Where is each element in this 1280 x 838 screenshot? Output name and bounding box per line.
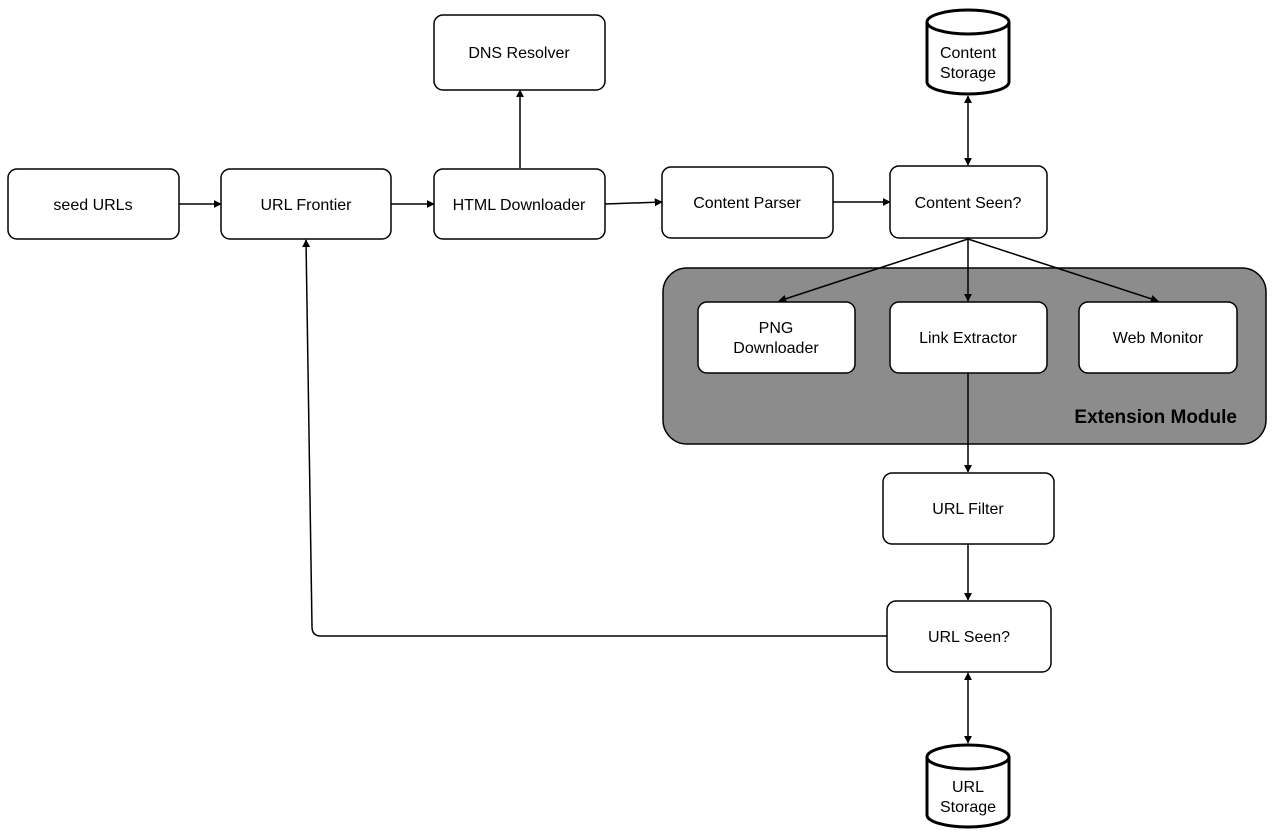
edge-html-downloader-to-content-parser (604, 198, 663, 207)
url-storage-top (925, 743, 1011, 771)
url-storage-label-line2: Storage (940, 799, 996, 816)
url-frontier-node: URL Frontier (220, 168, 392, 240)
html-downloader-node: HTML Downloader (433, 168, 606, 240)
web-monitor-label: Web Monitor (1113, 330, 1204, 347)
content-storage-body (925, 22, 1011, 96)
png-downloader-label-line2: Downloader (733, 340, 819, 357)
dns-resolver-node: DNS Resolver (433, 14, 606, 91)
url-seen-label: URL Seen? (928, 629, 1010, 646)
link-extractor-node: Link Extractor (889, 301, 1048, 374)
url-filter-node: URL Filter (882, 472, 1055, 545)
content-storage-label-line2: Storage (940, 65, 996, 82)
edge-content-seen-to-png-downloader (778, 238, 969, 303)
content-parser-label: Content Parser (693, 195, 801, 212)
extension-module-label: Extension Module (1074, 407, 1237, 428)
content-seen-label: Content Seen? (915, 195, 1022, 212)
edge-url-seen-to-url-frontier (302, 239, 887, 637)
html-downloader-label: HTML Downloader (453, 197, 586, 214)
content-storage-database: Content Storage (925, 8, 1011, 96)
dns-resolver-label: DNS Resolver (468, 45, 570, 62)
content-storage-label-line1: Content (940, 45, 997, 62)
seed-urls-label: seed URLs (53, 197, 132, 214)
png-downloader-node: PNG Downloader (697, 301, 856, 374)
content-seen-node: Content Seen? (889, 165, 1048, 239)
url-frontier-label: URL Frontier (261, 197, 353, 214)
content-parser-node: Content Parser (661, 166, 834, 239)
content-storage-top (925, 8, 1011, 36)
url-storage-body (925, 757, 1011, 829)
url-seen-node: URL Seen? (886, 600, 1052, 673)
seed-urls-node: seed URLs (7, 168, 180, 240)
edges (179, 89, 1159, 744)
web-monitor-node: Web Monitor (1078, 301, 1238, 374)
url-filter-label: URL Filter (932, 501, 1004, 518)
url-storage-database: URL Storage (925, 743, 1011, 829)
edge-content-seen-to-web-monitor (967, 238, 1159, 303)
url-storage-label-line1: URL (952, 779, 984, 796)
link-extractor-label: Link Extractor (919, 330, 1017, 347)
png-downloader-label-line1: PNG (759, 320, 794, 337)
